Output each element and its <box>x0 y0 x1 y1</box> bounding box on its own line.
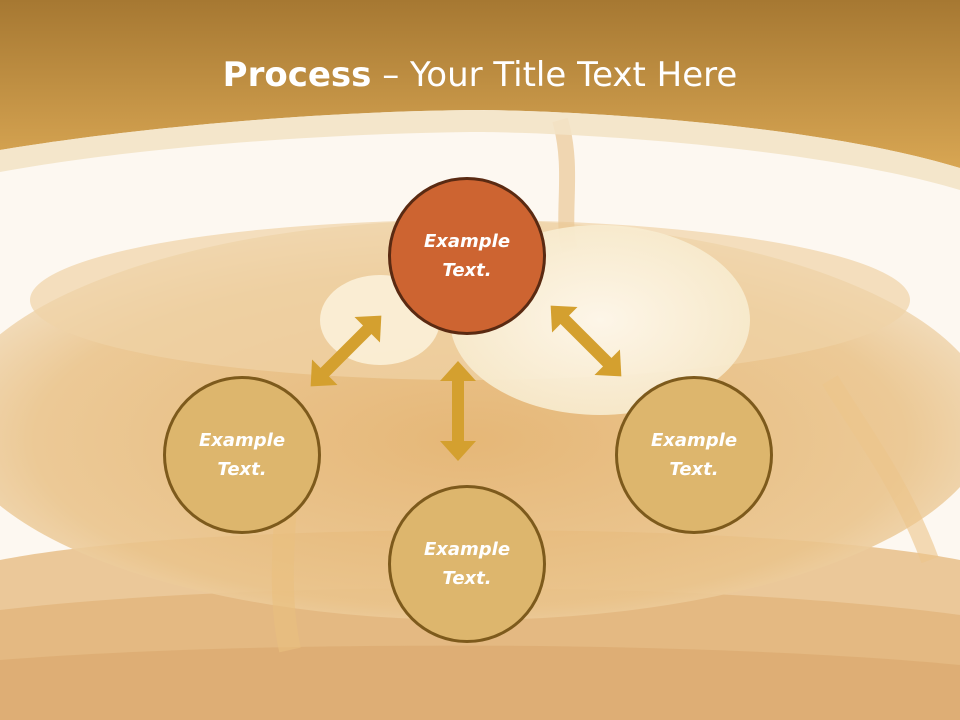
arrow-vertical <box>440 361 476 461</box>
process-node-top: Example Text. <box>388 177 546 335</box>
title-rest: Your Title Text Here <box>410 55 738 95</box>
process-node-right: Example Text. <box>615 376 773 534</box>
arrow-top-left <box>310 315 382 387</box>
node-right-line2: Text. <box>669 459 719 480</box>
title-bold: Process <box>222 55 372 95</box>
arrow-top-right <box>550 305 622 377</box>
node-top-line1: Example <box>423 231 511 252</box>
slide-title: Process – Your Title Text Here <box>0 52 960 98</box>
node-left-line1: Example <box>198 430 286 451</box>
node-right-line1: Example <box>650 430 738 451</box>
title-separator: – <box>371 55 411 95</box>
process-node-bottom: Example Text. <box>388 485 546 643</box>
node-top-line2: Text. <box>442 260 492 281</box>
process-node-left: Example Text. <box>163 376 321 534</box>
node-bottom-line2: Text. <box>442 568 492 589</box>
node-bottom-line1: Example <box>423 539 511 560</box>
node-left-line2: Text. <box>217 459 267 480</box>
